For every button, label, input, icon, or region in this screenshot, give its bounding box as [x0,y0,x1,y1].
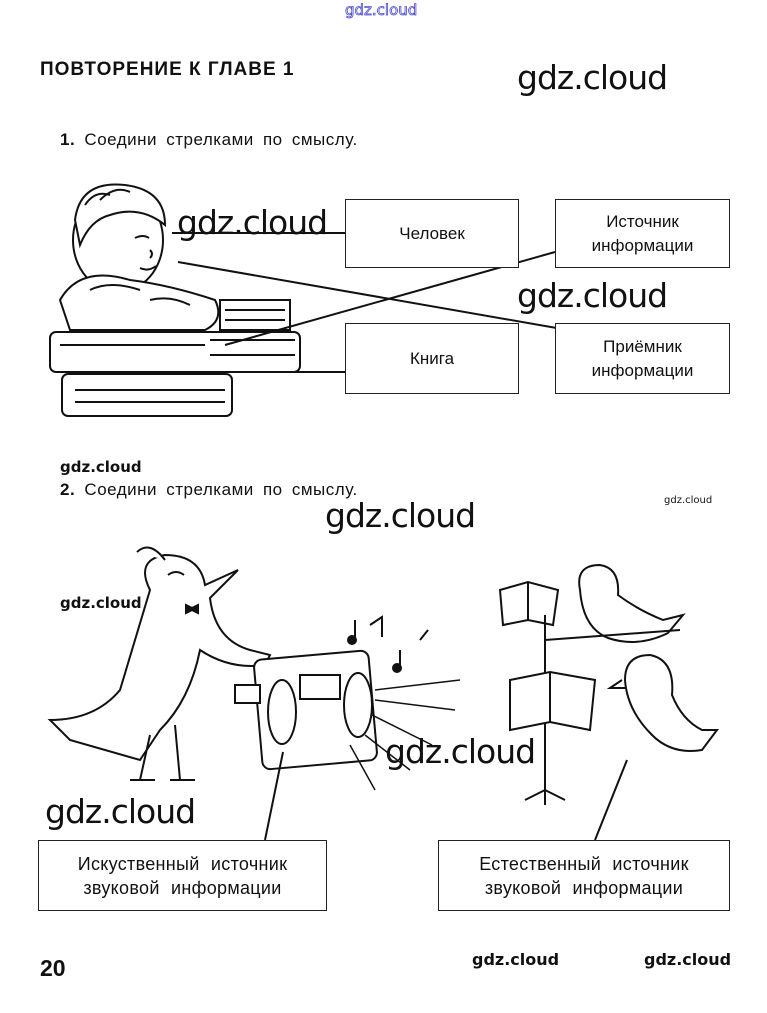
box-artificial-line2: звуковой информации [83,877,282,898]
watermark: gdz.cloud [45,792,196,831]
box-person-label: Человек [399,223,465,243]
box-artificial-line1: Искуственный источник [77,853,288,874]
task1-number: 1. [60,130,76,149]
task2-instruction: 2. Соедини стрелками по смыслу. [60,480,358,500]
watermark: gdz.cloud [517,276,668,315]
box-natural-sound-source: Естественный источник звуковой информации [438,840,730,911]
page-title: ПОВТОРЕНИЕ К ГЛАВЕ 1 [40,59,295,80]
box-source-line1: Источник [606,211,679,231]
box-book-label: Книга [409,348,455,368]
box-person: Человек [345,199,519,268]
watermark: gdz.cloud [60,594,142,612]
task2-connection-lines [264,751,628,841]
page-number: 20 [40,955,66,981]
box-information-source: Источник информации [555,199,730,268]
watermark: gdz.cloud [60,458,142,476]
box-natural-line1: Естественный источник [479,853,689,874]
task1-text: Соедини стрелками по смыслу. [84,130,358,149]
watermark: gdz.cloud [644,950,732,969]
box-information-receiver: Приёмник информации [555,323,730,394]
box-artificial-sound-source: Искуственный источник звуковой информации [38,840,327,911]
box-book: Книга [345,323,519,394]
task1-connection-lines [172,232,569,373]
watermark: gdz.cloud [517,58,668,97]
box-receiver-line1: Приёмник [603,336,682,356]
watermark-top: gdz.cloud [345,1,418,20]
task1-instruction: 1. Соедини стрелками по смыслу. [60,130,358,150]
watermark: gdz.cloud [177,203,328,242]
watermark: gdz.cloud [325,496,476,535]
watermark: gdz.cloud [664,495,713,506]
watermark: gdz.cloud [385,732,536,771]
task2-text: Соедини стрелками по смыслу. [84,480,358,499]
watermark: gdz.cloud [472,950,560,969]
box-source-line2: информации [591,235,694,255]
task2-number: 2. [60,480,76,499]
bird-with-radio-illustration [47,546,461,791]
boy-with-books-illustration [49,183,301,417]
birds-singing-illustration [498,563,719,805]
box-natural-line2: звуковой информации [484,877,684,898]
box-receiver-line2: информации [591,360,694,380]
